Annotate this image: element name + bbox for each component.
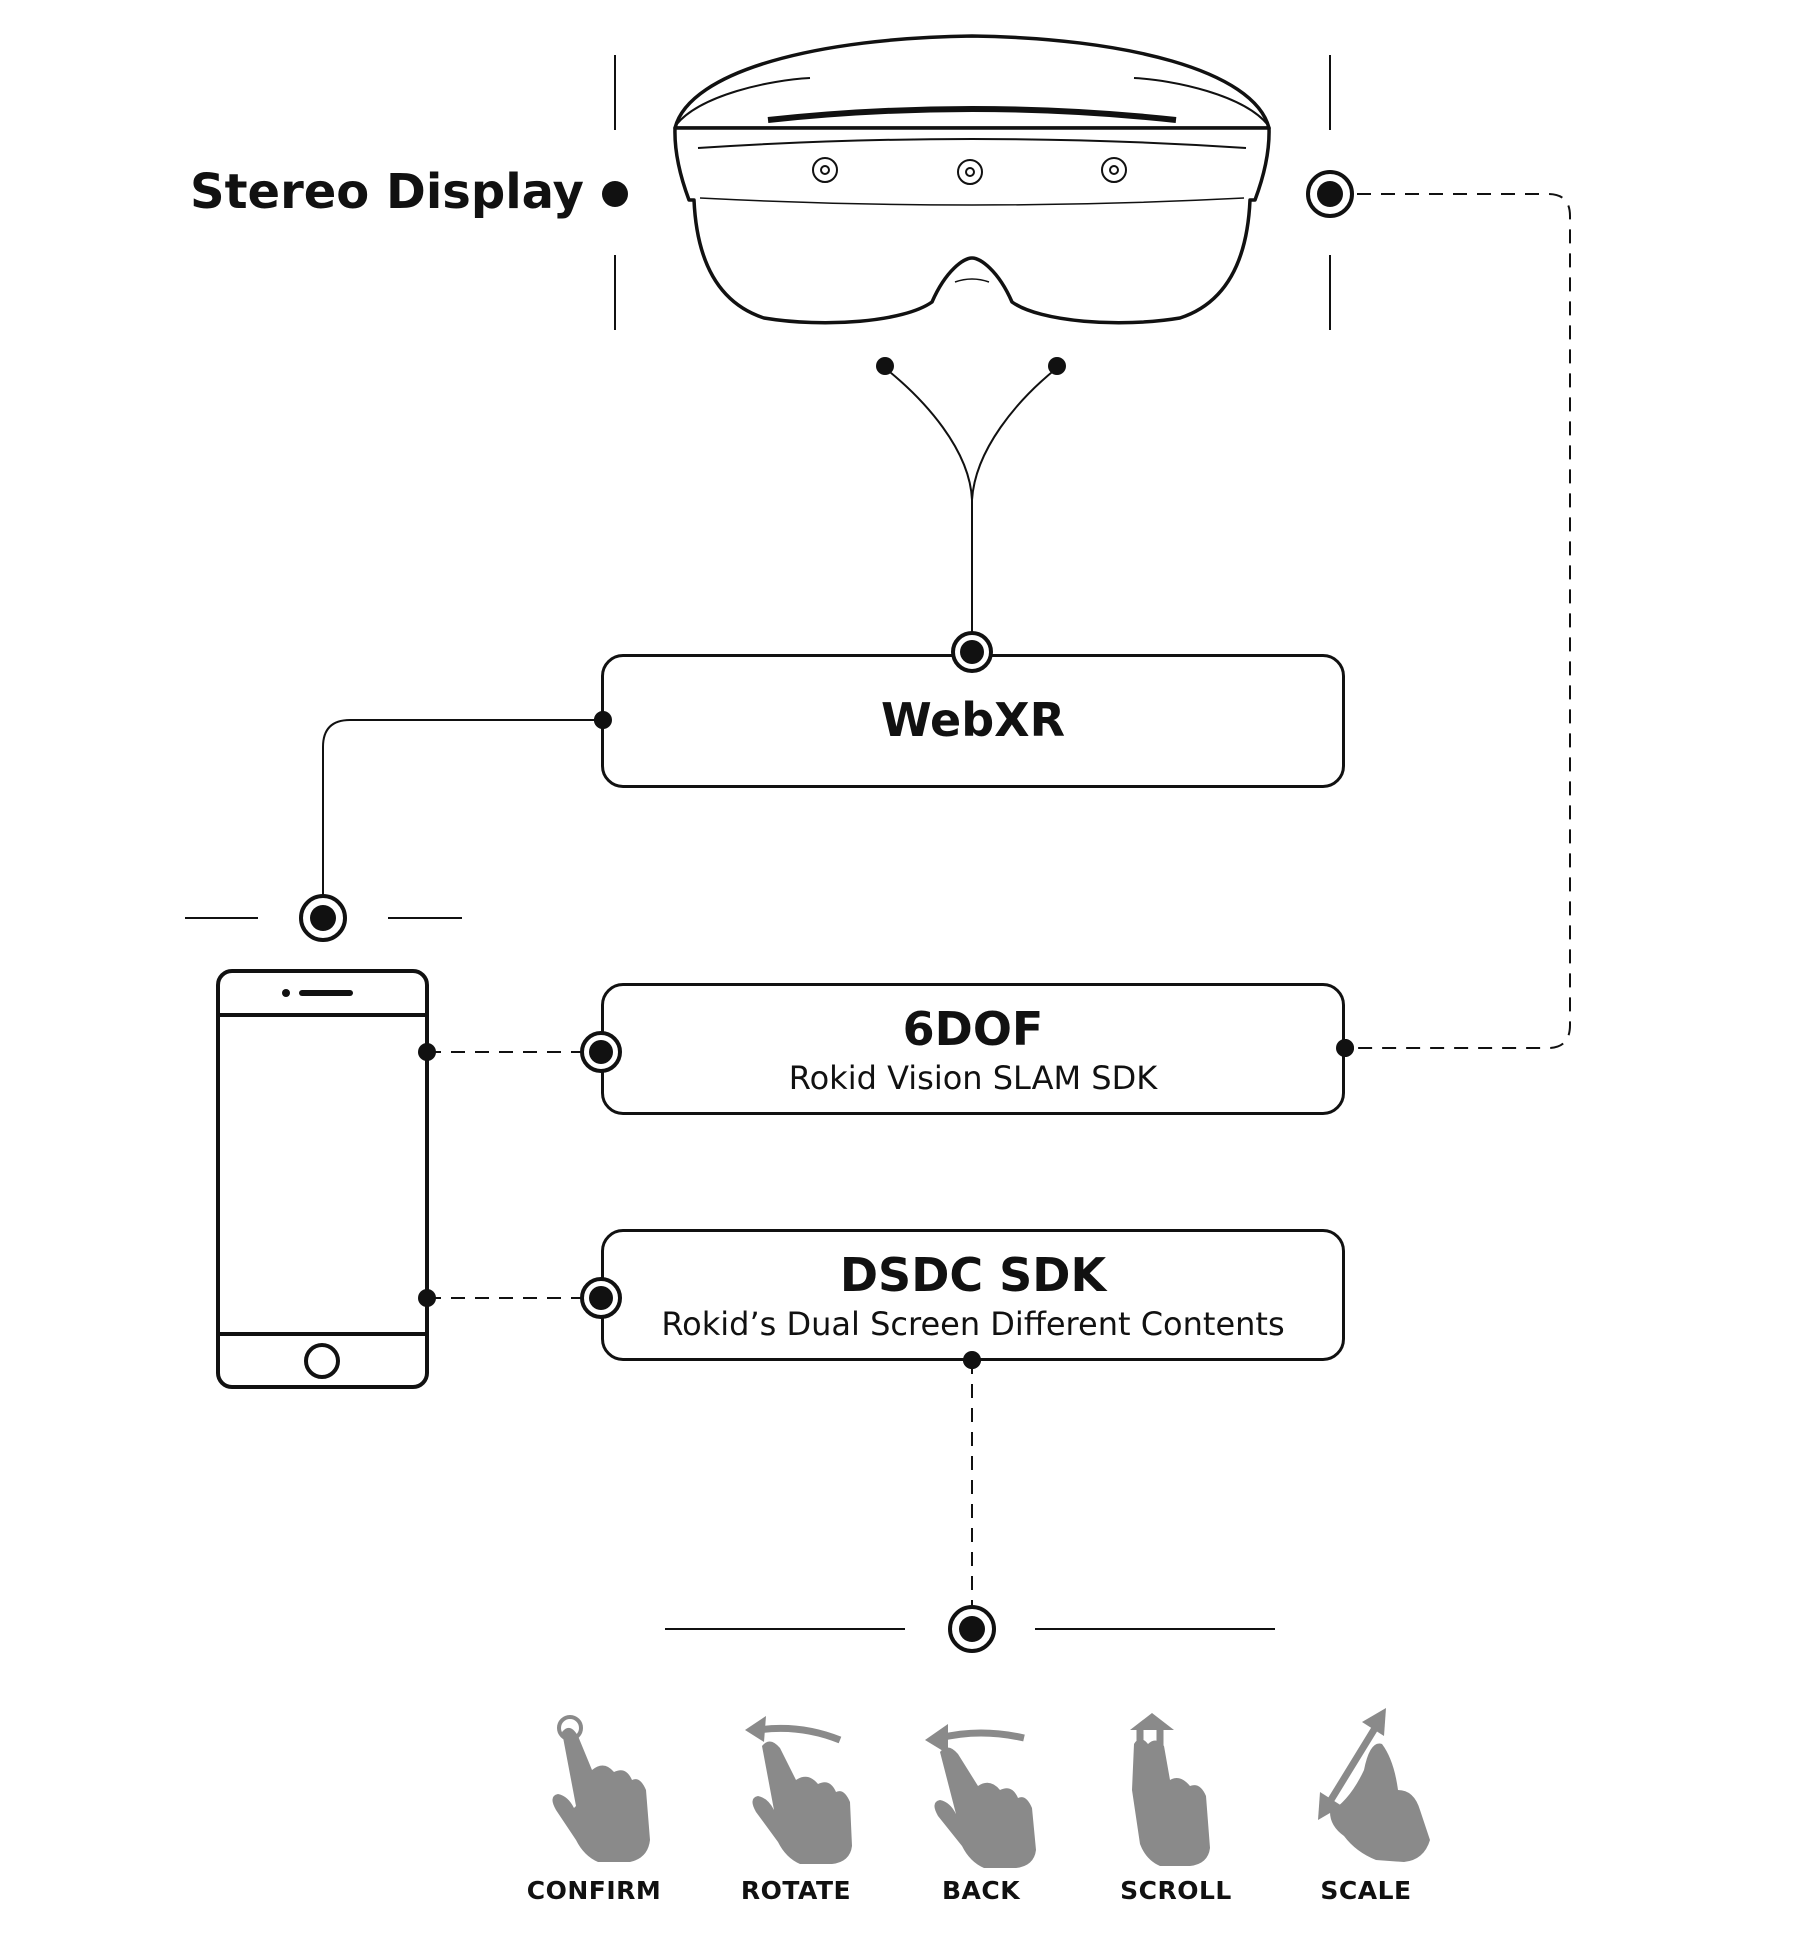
- dsdc-subtitle: Rokid’s Dual Screen Different Contents: [661, 1305, 1285, 1343]
- gesture-label-scroll: SCROLL: [1120, 1876, 1232, 1905]
- gesture-label-scale: SCALE: [1320, 1876, 1412, 1905]
- sixdof-box: 6DOF Rokid Vision SLAM SDK: [601, 983, 1345, 1115]
- sixdof-title: 6DOF: [902, 1002, 1044, 1056]
- sixdof-subtitle: Rokid Vision SLAM SDK: [788, 1059, 1158, 1097]
- gesture-label-confirm: CONFIRM: [526, 1876, 662, 1905]
- webxr-title: WebXR: [880, 693, 1066, 747]
- scale-gesture-icon: [1318, 1708, 1430, 1862]
- gesture-label-back: BACK: [941, 1876, 1021, 1905]
- webxr-box: WebXR: [601, 654, 1345, 788]
- stereo-display-label: Stereo Display: [190, 164, 584, 220]
- dsdc-title: DSDC SDK: [839, 1248, 1107, 1302]
- tap-gesture-icon: [552, 1715, 650, 1862]
- gesture-label-rotate: ROTATE: [740, 1876, 852, 1905]
- rotate-gesture-icon: [745, 1716, 852, 1864]
- dsdc-box: DSDC SDK Rokid’s Dual Screen Different C…: [601, 1229, 1345, 1361]
- ar-glasses-icon: [673, 34, 1271, 325]
- smartphone-icon: [216, 969, 429, 1389]
- back-swipe-gesture-icon: [925, 1724, 1036, 1868]
- scroll-gesture-icon: [1130, 1713, 1210, 1866]
